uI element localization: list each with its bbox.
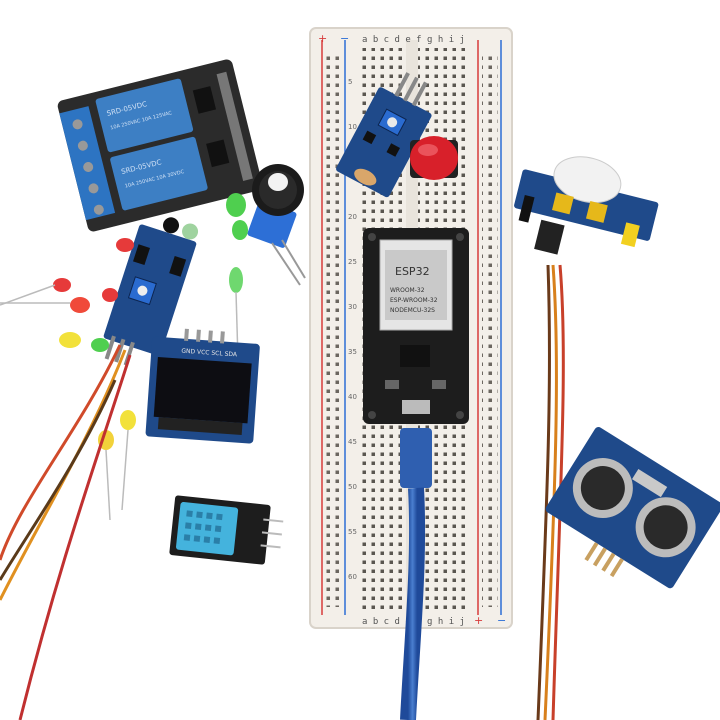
esp32-board: ESP32 WROOM-32 ESP-WROOM-32 NODEMCU-32S xyxy=(363,228,469,424)
led-red xyxy=(116,238,134,252)
row-number-labels: 51015202530354045505560 xyxy=(348,78,357,581)
led-yellow xyxy=(59,332,81,348)
esp32-module-line2: ESP-WROOM-32 xyxy=(390,297,438,304)
breadboard-top-columns: a b c d e f g h i j xyxy=(362,35,465,45)
pir-motion-sensor xyxy=(514,156,659,255)
ldr-sensor-module xyxy=(336,72,432,198)
rail-plus-top-left: + xyxy=(318,32,327,45)
led-red xyxy=(70,297,90,313)
dht11-sensor xyxy=(169,495,284,565)
row-number-label: 30 xyxy=(348,303,357,311)
esp32-chip-label: ESP32 xyxy=(395,265,430,278)
potentiometer xyxy=(247,164,306,286)
usb-cable xyxy=(400,428,432,720)
rail-plus-bottom-right: + xyxy=(474,614,483,627)
row-number-label: 50 xyxy=(348,483,357,491)
row-number-label: 35 xyxy=(348,348,357,356)
led-red xyxy=(102,288,118,302)
esp32-module-line3: NODEMCU-32S xyxy=(390,307,435,314)
jumper-wires-right xyxy=(536,264,565,720)
rail-minus-top-left: − xyxy=(340,32,349,45)
led-red xyxy=(53,278,71,292)
rail-minus-bottom-right: − xyxy=(497,614,506,627)
row-number-label: 25 xyxy=(348,258,357,266)
led-green xyxy=(229,267,243,293)
ultrasonic-sensor xyxy=(545,427,720,589)
esp32-module-line1: WROOM-32 xyxy=(390,287,425,294)
row-number-label: 55 xyxy=(348,528,357,536)
led-green xyxy=(232,220,248,240)
row-number-label: 10 xyxy=(348,123,357,131)
led-green xyxy=(226,193,246,217)
row-number-label: 60 xyxy=(348,573,357,581)
ir-sensor-module xyxy=(103,217,199,366)
oled-display: GND VCC SCL SDA xyxy=(145,328,260,444)
row-number-label: 5 xyxy=(348,78,352,86)
oled-pin-labels: GND VCC SCL SDA xyxy=(181,348,238,359)
led-yellow xyxy=(120,410,136,430)
relay-module: SRD-05VDC 10A 250VAC 10A 125VAC SRD-05VD… xyxy=(57,59,263,232)
row-number-label: 20 xyxy=(348,213,357,221)
led-green xyxy=(91,338,109,352)
jumper-wires-left xyxy=(0,344,132,720)
row-number-label: 45 xyxy=(348,438,357,446)
row-number-label: 40 xyxy=(348,393,357,401)
red-push-button xyxy=(410,136,458,180)
